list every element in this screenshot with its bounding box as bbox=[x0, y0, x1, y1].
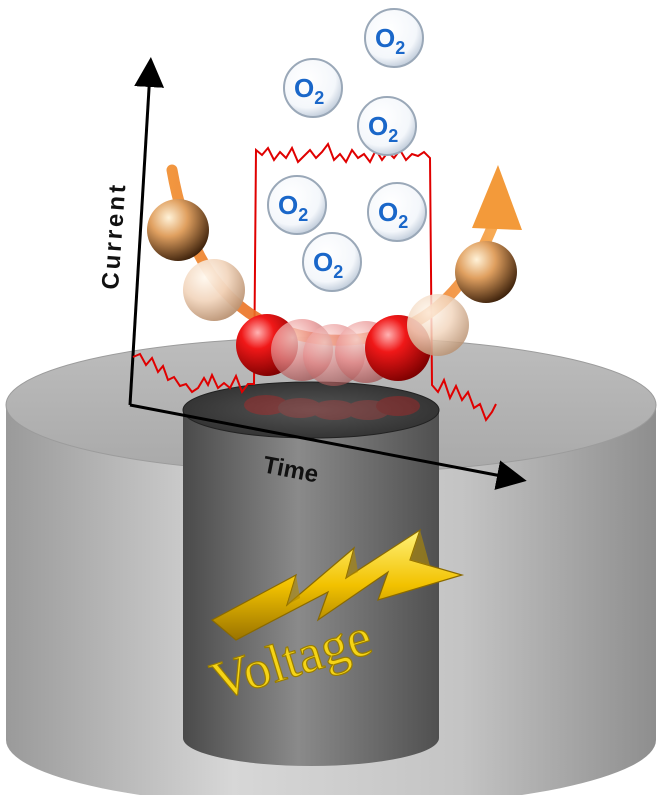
o2-bubble: O2 bbox=[267, 175, 327, 235]
svg-text:O2: O2 bbox=[294, 73, 324, 108]
svg-text:O2: O2 bbox=[375, 23, 405, 58]
voltage-waveform-icon bbox=[210, 528, 465, 641]
particle-reflections bbox=[244, 395, 420, 420]
o2-bubble: O2 bbox=[357, 96, 417, 156]
o2-bubble: O2 bbox=[367, 182, 427, 242]
y-axis-label: Current bbox=[97, 181, 131, 290]
oxygen-bubbles: O2 O2 O2 O2 O2 O2 bbox=[267, 8, 427, 292]
svg-text:O2: O2 bbox=[368, 111, 398, 146]
svg-text:O2: O2 bbox=[278, 190, 308, 225]
svg-text:O2: O2 bbox=[313, 247, 343, 282]
o2-bubble: O2 bbox=[283, 58, 343, 118]
o2-bubble: O2 bbox=[302, 232, 362, 292]
o2-bubble: O2 bbox=[364, 8, 424, 68]
axes bbox=[128, 57, 527, 490]
current-trace bbox=[132, 141, 497, 423]
nanoparticles bbox=[147, 199, 517, 386]
svg-text:O2: O2 bbox=[378, 197, 408, 232]
